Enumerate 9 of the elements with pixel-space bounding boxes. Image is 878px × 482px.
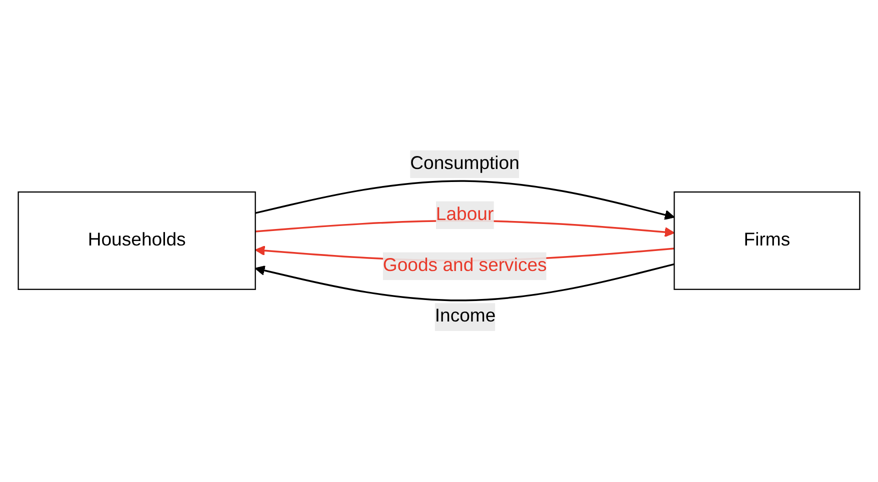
diagram: Consumption Labour Goods and services Income Households Firms bbox=[9, 141, 869, 341]
edge-label: Labour bbox=[436, 205, 494, 225]
edge-label: Income bbox=[434, 307, 496, 327]
node-box bbox=[18, 192, 256, 290]
arrow bbox=[254, 264, 674, 302]
edge-label: Goods and services bbox=[382, 256, 547, 276]
edge-label: Consumption bbox=[410, 154, 520, 174]
node-box bbox=[674, 192, 860, 290]
arrow bbox=[255, 180, 675, 220]
